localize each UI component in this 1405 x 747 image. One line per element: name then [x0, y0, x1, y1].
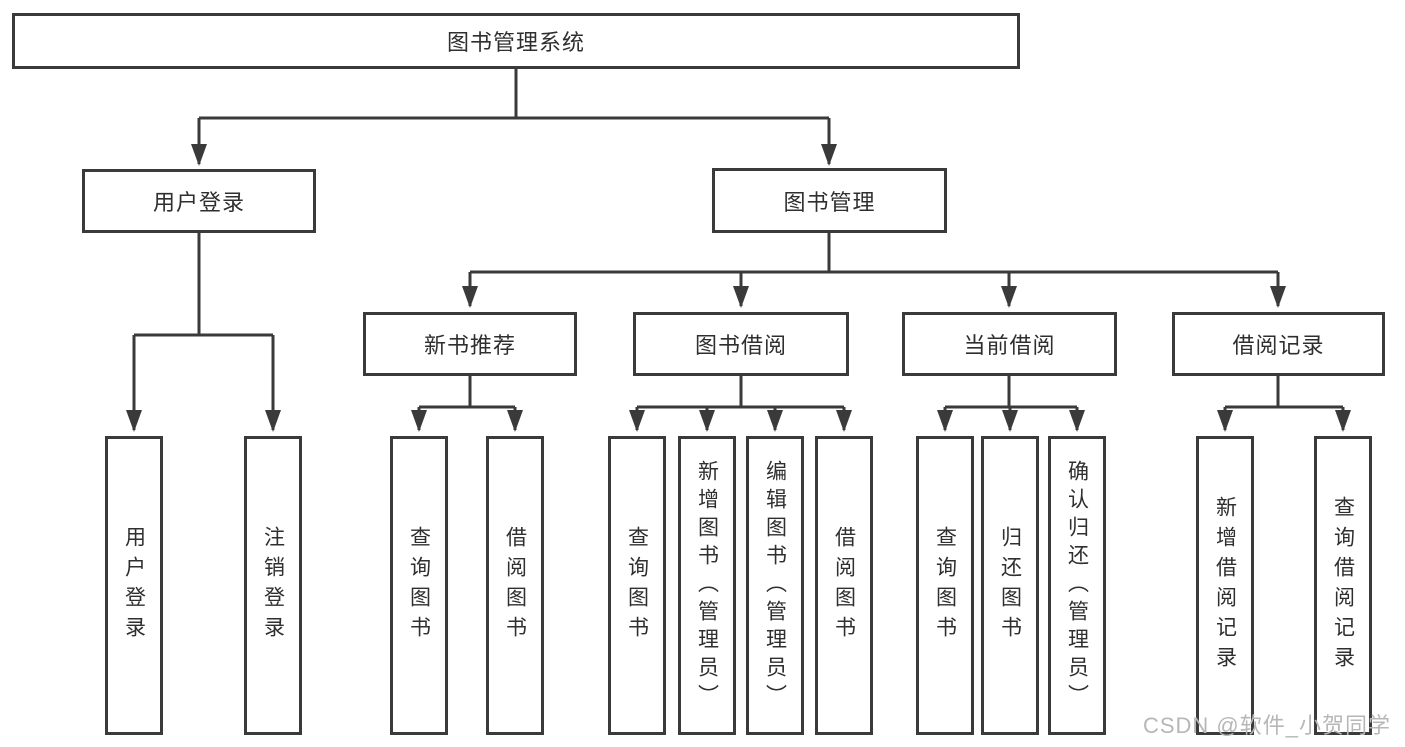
connector-root-to-level2	[191, 69, 837, 166]
leaf-return-books: 归还图书	[981, 436, 1039, 735]
leaf-logout: 注销登录	[244, 436, 302, 735]
connector-recommend-branch	[411, 376, 523, 432]
node-book-borrow: 图书借阅	[633, 312, 849, 376]
leaf-current-query-books: 查询图书	[916, 436, 974, 735]
connector-borrow-records-branch	[1217, 376, 1351, 432]
leaf-recommend-query-books: 查询图书	[390, 436, 448, 735]
leaf-borrow-query-books: 查询图书	[608, 436, 666, 735]
leaf-confirm-return-admin: 确认归还（管理员）	[1048, 436, 1106, 735]
node-library-management-system: 图书管理系统	[12, 13, 1020, 69]
leaf-borrow-books: 借阅图书	[815, 436, 873, 735]
leaf-query-borrow-record: 查询借阅记录	[1314, 436, 1372, 735]
csdn-watermark: CSDN @软件_小贺同学	[1142, 713, 1391, 738]
node-current-borrow: 当前借阅	[902, 312, 1117, 376]
connector-book-management-branch	[462, 233, 1286, 308]
node-borrow-records: 借阅记录	[1172, 312, 1385, 376]
connector-current-borrow-branch	[937, 376, 1085, 432]
node-new-book-recommend: 新书推荐	[363, 312, 577, 376]
leaf-recommend-borrow-books: 借阅图书	[486, 436, 544, 735]
leaf-edit-books-admin: 编辑图书（管理员）	[746, 436, 804, 735]
node-book-management: 图书管理	[712, 168, 947, 233]
leaf-add-books-admin: 新增图书（管理员）	[678, 436, 736, 735]
leaf-add-borrow-record: 新增借阅记录	[1196, 436, 1254, 735]
connector-user-login-branch	[126, 233, 281, 432]
node-user-login: 用户登录	[82, 169, 316, 233]
connector-borrow-branch	[629, 376, 852, 432]
leaf-user-login: 用户登录	[105, 436, 163, 735]
